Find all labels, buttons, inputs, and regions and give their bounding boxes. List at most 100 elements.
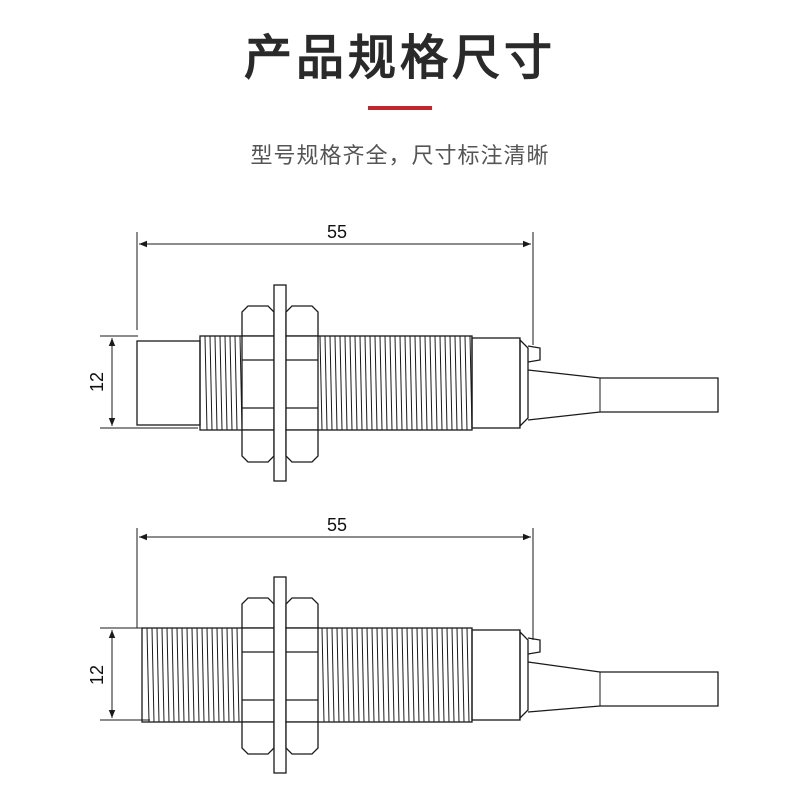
thread-line bbox=[336, 627, 340, 723]
thread-line bbox=[334, 335, 338, 431]
thread-line bbox=[236, 627, 240, 723]
thread-line bbox=[456, 627, 460, 723]
thread-line bbox=[364, 335, 368, 431]
thread-line bbox=[439, 335, 443, 431]
thread-line bbox=[329, 335, 333, 431]
thread-line bbox=[411, 627, 415, 723]
rear-body bbox=[471, 629, 521, 721]
thread-line bbox=[431, 627, 435, 723]
thread-line bbox=[234, 335, 238, 431]
hex-nut-left bbox=[241, 597, 275, 755]
diameter-label-1: 12 bbox=[87, 372, 107, 392]
thread-line bbox=[151, 627, 155, 723]
hex-nut-left bbox=[241, 305, 275, 463]
rear-cap bbox=[519, 338, 529, 428]
thread-line bbox=[156, 627, 160, 723]
thread-line bbox=[216, 627, 220, 723]
thread-line bbox=[356, 627, 360, 723]
thread-line bbox=[449, 335, 453, 431]
washer bbox=[273, 284, 287, 482]
thread-line bbox=[461, 627, 465, 723]
thread-line bbox=[204, 335, 208, 431]
led-indicator bbox=[527, 345, 541, 363]
thread-line bbox=[344, 335, 348, 431]
thread-line bbox=[374, 335, 378, 431]
thread-line bbox=[371, 627, 375, 723]
thread-line bbox=[219, 335, 223, 431]
thread-line bbox=[186, 627, 190, 723]
title-accent-bar bbox=[368, 106, 432, 110]
thread-line bbox=[444, 335, 448, 431]
sensing-head bbox=[136, 340, 201, 426]
thread-line bbox=[226, 627, 230, 723]
thread-line bbox=[214, 335, 218, 431]
thread-line bbox=[341, 627, 345, 723]
page-subtitle: 型号规格齐全，尺寸标注清晰 bbox=[250, 144, 550, 169]
thread-line bbox=[376, 627, 380, 723]
thread-line bbox=[406, 627, 410, 723]
thread-line bbox=[401, 627, 405, 723]
thread-line bbox=[361, 627, 365, 723]
thread-line bbox=[161, 627, 165, 723]
thread-line bbox=[446, 627, 450, 723]
thread-line bbox=[391, 627, 395, 723]
thread-line bbox=[436, 627, 440, 723]
thread-line bbox=[394, 335, 398, 431]
length-label-1: 55 bbox=[327, 222, 347, 242]
hex-nut-right bbox=[285, 305, 319, 463]
thread-line bbox=[349, 335, 353, 431]
thread-line bbox=[434, 335, 438, 431]
thread-line bbox=[421, 627, 425, 723]
thread-line bbox=[464, 335, 468, 431]
thread-line bbox=[366, 627, 370, 723]
thread-line bbox=[454, 335, 458, 431]
thread-line bbox=[171, 627, 175, 723]
thread-line bbox=[396, 627, 400, 723]
thread-line bbox=[321, 627, 325, 723]
thread-line bbox=[426, 627, 430, 723]
thread-line bbox=[181, 627, 185, 723]
thread-line bbox=[196, 627, 200, 723]
thread-line bbox=[416, 627, 420, 723]
washer bbox=[273, 576, 287, 774]
thread-line bbox=[206, 627, 210, 723]
thread-line bbox=[451, 627, 455, 723]
thread-line bbox=[224, 335, 228, 431]
thread-line bbox=[379, 335, 383, 431]
thread-line bbox=[354, 335, 358, 431]
led-indicator bbox=[527, 637, 541, 655]
thread-line bbox=[231, 627, 235, 723]
thread-line bbox=[346, 627, 350, 723]
thread-line bbox=[429, 335, 433, 431]
sensor-diagram-unshielded bbox=[100, 528, 719, 774]
thread-line bbox=[384, 335, 388, 431]
thread-line bbox=[351, 627, 355, 723]
page-title: 产品规格尺寸 bbox=[243, 30, 556, 86]
thread-line bbox=[319, 335, 323, 431]
thread-line bbox=[359, 335, 363, 431]
thread-line bbox=[229, 335, 233, 431]
length-label-2: 55 bbox=[327, 515, 347, 535]
diameter-label-2: 12 bbox=[87, 665, 107, 685]
thread-line bbox=[404, 335, 408, 431]
thread-line bbox=[381, 627, 385, 723]
thread-line bbox=[331, 627, 335, 723]
thread-line bbox=[389, 335, 393, 431]
thread-line bbox=[326, 627, 330, 723]
thread-line bbox=[201, 627, 205, 723]
thread-line bbox=[414, 335, 418, 431]
cable bbox=[527, 369, 719, 421]
thread-line bbox=[441, 627, 445, 723]
thread-lines bbox=[204, 335, 473, 431]
rear-body bbox=[471, 337, 521, 429]
rear-cap bbox=[519, 630, 529, 720]
thread-line bbox=[459, 335, 463, 431]
thread-line bbox=[221, 627, 225, 723]
thread-line bbox=[386, 627, 390, 723]
thread-line bbox=[209, 335, 213, 431]
thread-line bbox=[466, 627, 470, 723]
thread-line bbox=[176, 627, 180, 723]
cable bbox=[527, 661, 719, 713]
thread-line bbox=[166, 627, 170, 723]
